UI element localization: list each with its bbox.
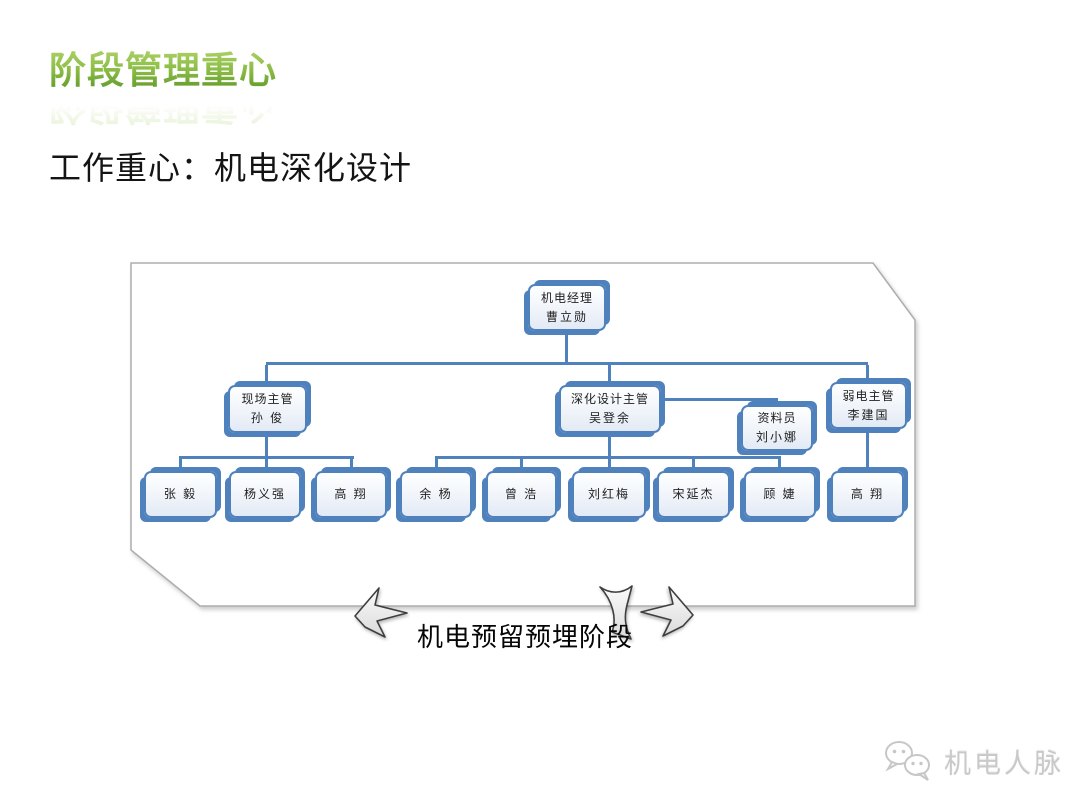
org-node-assistant: 资料员 刘小娜 [741,405,813,451]
org-node-member: 杨义强 [229,471,301,518]
org-node-name: 高 翔 [334,487,368,502]
connector-line [608,433,611,458]
org-node-manager: 机电经理 曹立勋 [528,284,606,331]
subtitle: 工作重心：机电深化设计 [49,150,413,186]
org-chart-panel [130,262,916,607]
org-node-name: 杨义强 [243,487,286,502]
org-node-name: 高 翔 [850,487,885,502]
connector-line [565,331,568,362]
connector-line [265,459,268,471]
connector-line [266,362,868,365]
left-arrows-icon [599,585,694,640]
org-node-name: 宋延杰 [672,487,715,502]
org-node-design-supervisor: 深化设计主管 吴登余 [559,385,661,433]
connector-line [265,365,268,385]
org-node-lowvolt-supervisor: 弱电主管 李建国 [830,382,907,429]
org-node-role: 深化设计主管 [570,392,649,407]
connector-line [608,459,611,471]
org-node-name: 余 杨 [419,487,453,502]
org-node-member: 曾 浩 [486,471,557,518]
connector-line [265,433,268,458]
connector-line [520,459,523,471]
title-block: 阶段管理重心 阶段管理重心 [49,50,277,126]
org-node-name: 刘小娜 [755,430,798,444]
org-node-member: 刘红梅 [572,471,646,518]
connector-line [608,365,611,385]
connector-line [179,459,182,471]
org-node-member: 高 翔 [315,471,387,518]
org-node-name: 孙 俊 [250,411,285,425]
connector-line [866,365,869,382]
connector-line [866,429,869,471]
org-node-role: 机电经理 [540,290,593,305]
org-node-name: 曾 浩 [504,487,539,502]
org-node-name: 曹立勋 [545,309,588,324]
org-node-name: 顾 婕 [763,487,797,502]
connector-line [179,456,354,459]
connector-line [659,398,778,401]
org-node-member: 高 翔 [831,471,904,518]
org-node-role: 资料员 [757,411,797,426]
connector-line [778,459,781,471]
wechat-icon [885,741,930,781]
connector-line [435,456,781,459]
org-node-role: 现场主管 [241,392,294,407]
org-node-name: 李建国 [847,407,890,422]
connector-line [775,398,778,408]
org-node-member: 张 毅 [144,471,217,518]
org-node-name: 刘红梅 [587,487,630,502]
watermark: 机电人脉 [884,740,1064,782]
connector-line [692,459,695,471]
org-node-member: 宋延杰 [657,471,730,518]
phase-label: 机电预留预埋阶段 [417,622,634,652]
org-node-member: 顾 婕 [744,471,816,518]
connector-line [435,459,438,471]
org-node-name: 吴登余 [588,411,631,425]
org-node-member: 余 杨 [400,471,472,518]
watermark-brand: 机电人脉 [944,748,1064,779]
right-arrow-icon [354,587,408,638]
connector-line [350,459,353,471]
page-title: 阶段管理重心 [49,50,277,91]
org-node-role: 弱电主管 [842,388,895,403]
org-node-name: 张 毅 [163,487,198,502]
org-node-site-supervisor: 现场主管 孙 俊 [228,385,307,433]
